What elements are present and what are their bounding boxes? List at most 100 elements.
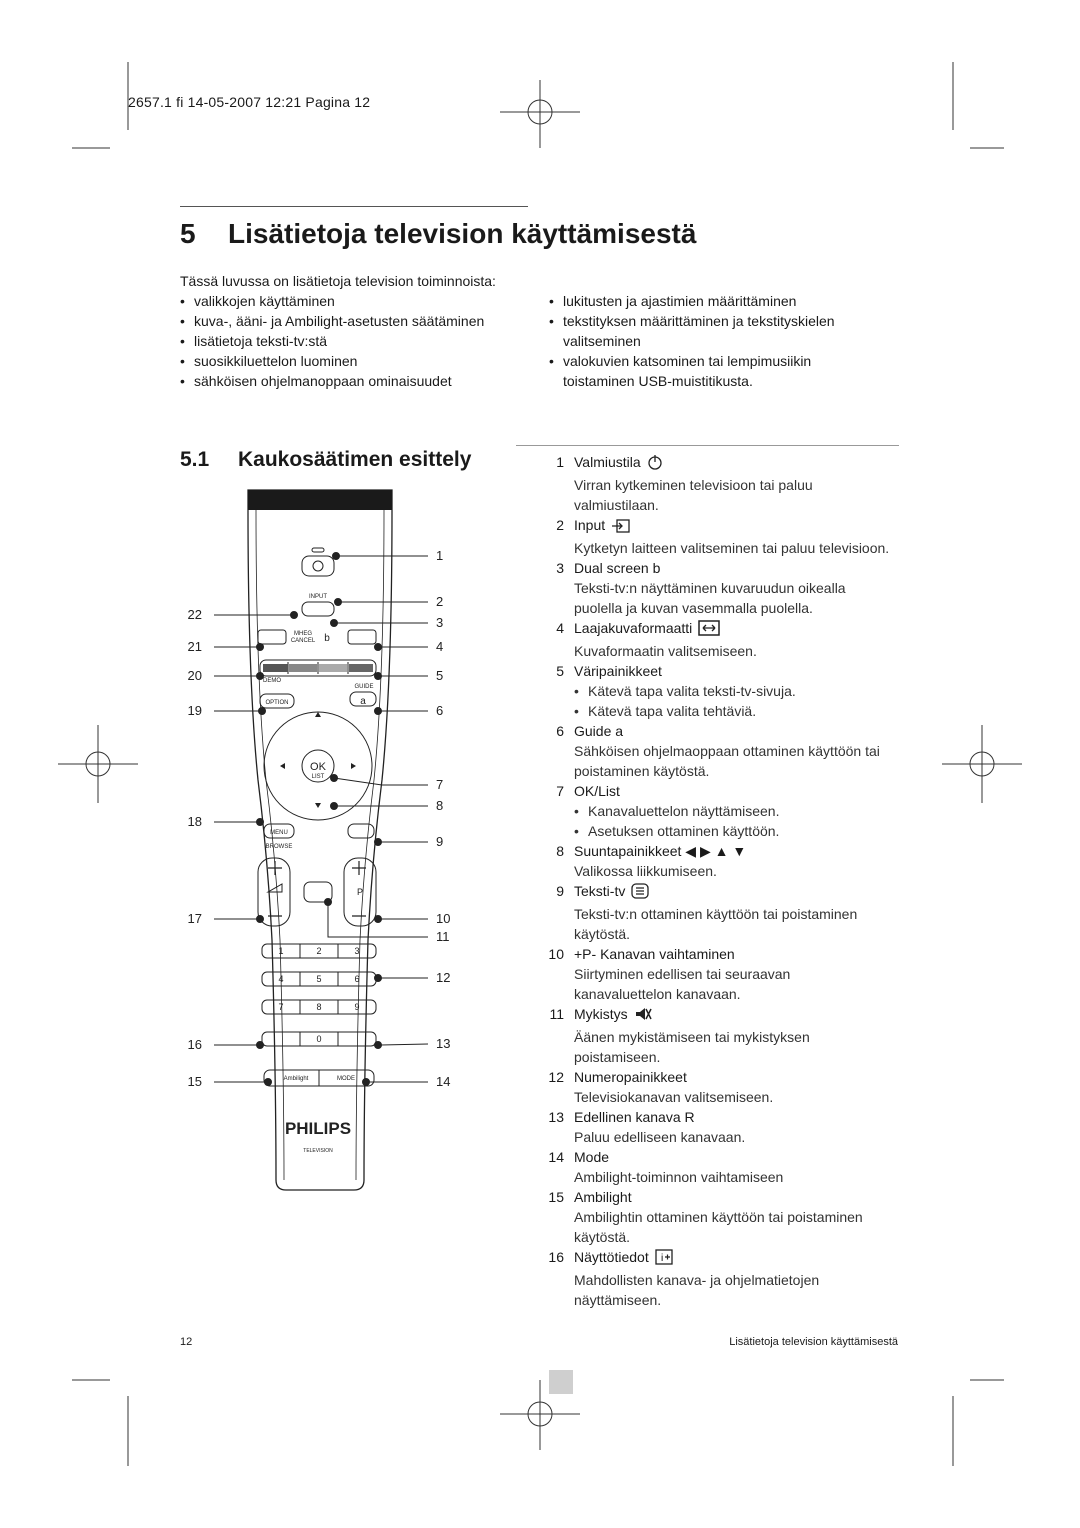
callout-dot (256, 915, 264, 923)
callout-dot (256, 643, 264, 651)
info-icon: i (655, 1249, 673, 1270)
callout-dot (374, 643, 382, 651)
item-sub-bullet: Kanavaluettelon näyttämiseen. (574, 801, 890, 821)
bullet-item: lukitusten ja ajastimien määrittäminen (549, 291, 879, 311)
callout-number-left: 18 (188, 814, 202, 829)
callout-number-right: 9 (436, 834, 443, 849)
remote-label-ok: OK (310, 761, 327, 773)
remote-digit-key: 5 (316, 974, 321, 984)
callout-line (327, 902, 428, 938)
gray-registration-box (549, 1370, 573, 1394)
bullet-item: tekstityksen määrittäminen ja tekstitysk… (549, 311, 879, 351)
remote-digit-key: 9 (354, 1002, 359, 1012)
bullet-item: kuva-, ääni- ja Ambilight-asetusten säät… (180, 311, 525, 331)
callout-number-right: 5 (436, 668, 443, 683)
remote-label-list: LIST (312, 774, 325, 780)
item-number: 15 (548, 1189, 564, 1205)
item-description: Sähköisen ohjelmaoppaan ottaminen käyttö… (574, 743, 880, 779)
remote-digit-key: 8 (316, 1002, 321, 1012)
callout-number-right: 3 (436, 615, 443, 630)
remote-label-option: OPTION (265, 700, 288, 706)
intro-text: Tässä luvussa on lisätietoja television … (180, 273, 496, 289)
remote-digit-key: 6 (354, 974, 359, 984)
item-name: Input (574, 517, 606, 533)
item-name: Edellinen kanava R (574, 1109, 695, 1125)
item-number: 11 (549, 1006, 564, 1022)
callout-number-left: 22 (188, 607, 202, 622)
teletext-icon (631, 883, 649, 904)
item-description: Teksti-tv:n näyttäminen kuvaruudun oikea… (574, 580, 846, 616)
item-number: 14 (548, 1149, 564, 1165)
callout-number-left: 17 (188, 911, 202, 926)
remote-label-b: b (324, 633, 330, 644)
item-name: Dual screen b (574, 560, 661, 576)
callout-number-right: 11 (436, 929, 450, 944)
remote-label-mheg: MHEG (294, 631, 312, 637)
item-number: 4 (556, 620, 564, 636)
callout-dot (362, 1078, 370, 1086)
callout-dot (330, 802, 338, 810)
item-description: Paluu edelliseen kanavaan. (574, 1129, 746, 1145)
item-name: Mode (574, 1149, 610, 1165)
callout-dot (256, 1041, 264, 1049)
callout-dot (374, 672, 382, 680)
item-name: Mykistys (574, 1006, 628, 1022)
callout-number-right: 8 (436, 798, 443, 813)
item-number: 10 (548, 946, 564, 962)
power-icon (647, 454, 663, 475)
remote-digit-key: 2 (316, 946, 321, 956)
item-name: Ambilight (574, 1189, 632, 1205)
remote-brand-sub: TELEVISION (303, 1148, 333, 1154)
item-name: Guide a (574, 723, 624, 739)
item-number: 7 (556, 783, 564, 799)
item-number: 13 (548, 1109, 564, 1125)
callout-number-right: 13 (436, 1036, 450, 1051)
print-header: 2657.1 fi 14-05-2007 12:21 Pagina 12 (128, 94, 371, 110)
callout-number-right: 6 (436, 703, 443, 718)
callout-dot (258, 707, 266, 715)
callout-number-left: 16 (188, 1037, 202, 1052)
callout-number-left: 20 (188, 668, 202, 683)
remote-label-demo: DEMO (263, 678, 281, 684)
item-description: Valikossa liikkumiseen. (574, 863, 717, 879)
callout-dot (264, 1078, 272, 1086)
item-description: Siirtyminen edellisen tai seuraavan kana… (574, 966, 791, 1002)
item-description: Televisiokanavan valitsemiseen. (574, 1089, 774, 1105)
description-item: 5VäripainikkeetKätevä tapa valita teksti… (540, 661, 890, 721)
section-number: 5.1 (180, 448, 210, 471)
bullet-item: lisätietoja teksti-tv:stä (180, 331, 525, 351)
bullet-list-left: valikkojen käyttäminenkuva-, ääni- ja Am… (180, 291, 525, 391)
callout-dot (374, 838, 382, 846)
item-number: 6 (556, 723, 564, 739)
item-name: Teksti-tv (574, 883, 626, 899)
item-description: Virran kytkeminen televisioon tai paluu … (574, 477, 813, 513)
remote-label-mode: MODE (337, 1076, 355, 1082)
item-name: OK/List (574, 783, 620, 799)
callout-dot (332, 552, 340, 560)
remote-label-input: INPUT (309, 594, 327, 600)
section-title: Kaukosäätimen esittely (238, 448, 472, 471)
item-name: Väripainikkeet (574, 663, 662, 679)
remote-brand: PHILIPS (285, 1119, 351, 1138)
callout-number-left: 19 (188, 703, 202, 718)
remote-label-a: a (360, 696, 366, 707)
item-number: 3 (556, 560, 564, 576)
remote-label-browse: BROWSE (266, 844, 293, 850)
callout-number-right: 10 (436, 911, 450, 926)
item-description: Ambilightin ottaminen käyttöön tai poist… (574, 1209, 863, 1245)
item-description: Teksti-tv:n ottaminen käyttöön tai poist… (574, 906, 858, 942)
item-description: Kytketyn laitteen valitseminen tai paluu… (574, 540, 890, 556)
item-name: Suuntapainikkeet ◀ ▶ ▲ ▼ (574, 843, 747, 859)
callout-number-right: 4 (436, 639, 443, 654)
callout-dot (374, 915, 382, 923)
title-rule (180, 206, 528, 207)
